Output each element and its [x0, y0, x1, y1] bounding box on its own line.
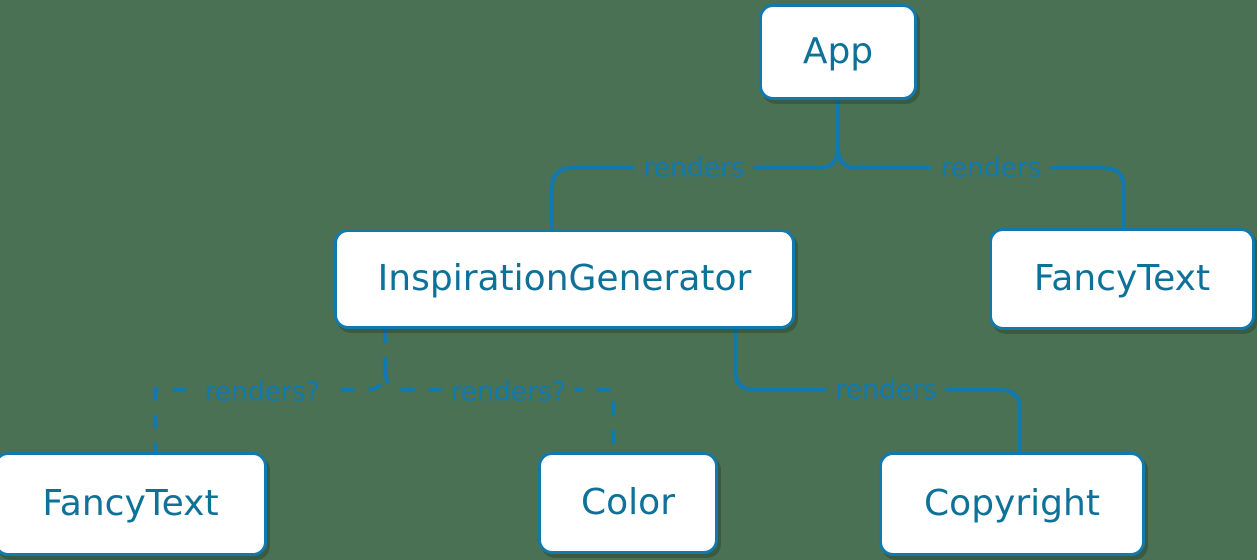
edge-inspirationgenerator-to-color: [383, 369, 615, 452]
node-color-label: Color: [581, 482, 675, 523]
node-fancytext-left-label: FancyText: [42, 483, 219, 524]
node-app-label: App: [802, 31, 874, 72]
node-fancytext-right-label: FancyText: [1033, 258, 1211, 299]
edge-label-app-fancytext: renders: [931, 154, 1051, 182]
edge-label-inspirationgenerator-copyright: renders: [826, 376, 946, 404]
edge-label-inspirationgenerator-color: renders?: [441, 378, 575, 406]
node-color[interactable]: Color: [538, 452, 718, 554]
node-app[interactable]: App: [759, 4, 917, 100]
node-copyright-label: Copyright: [924, 483, 1100, 524]
node-fancytext-right[interactable]: FancyText: [989, 228, 1255, 330]
node-inspirationgenerator[interactable]: InspirationGenerator: [334, 229, 795, 329]
edge-label-app-inspirationgenerator: renders: [634, 154, 754, 182]
edge-app-to-fancytext: [836, 147, 1126, 228]
node-copyright[interactable]: Copyright: [879, 452, 1145, 556]
edge-label-inspirationgenerator-fancytext: renders?: [195, 378, 329, 406]
node-fancytext-left[interactable]: FancyText: [0, 452, 267, 556]
node-inspirationgenerator-label: InspirationGenerator: [377, 258, 752, 299]
